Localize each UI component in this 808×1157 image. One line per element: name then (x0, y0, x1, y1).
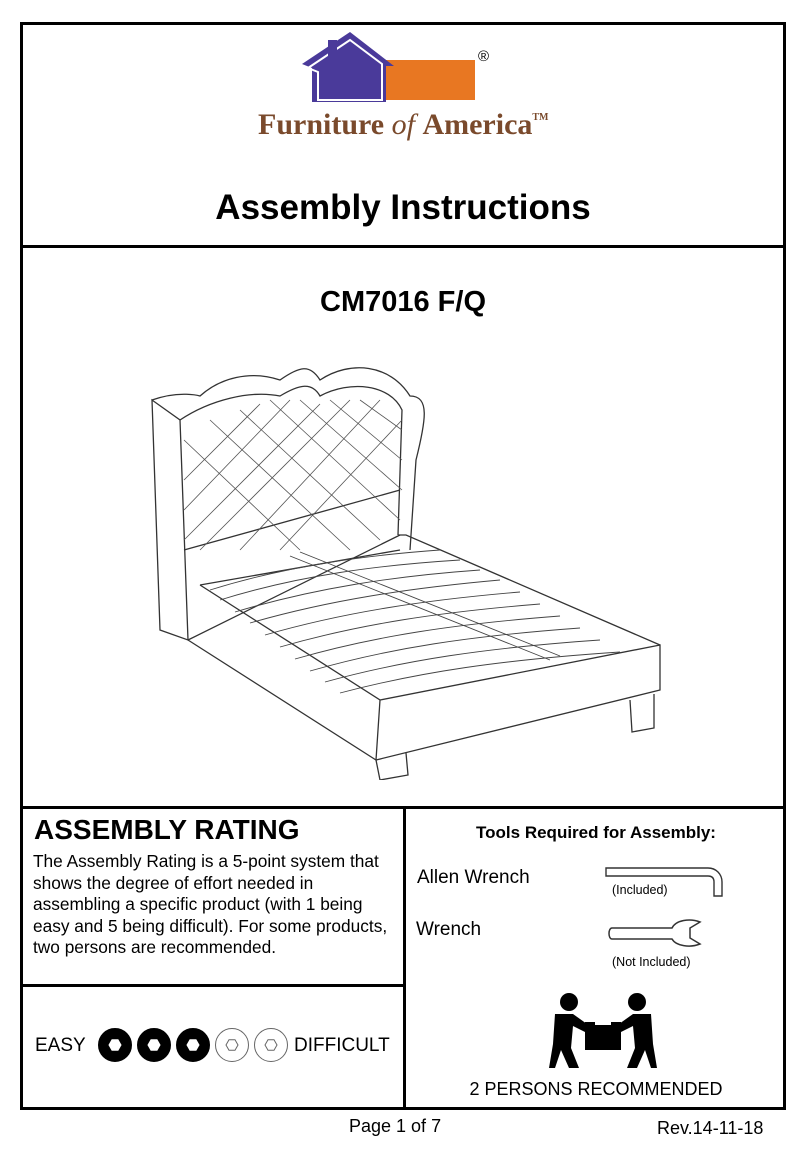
brand-suffix: America (422, 108, 533, 141)
allen-wrench-label: Allen Wrench (417, 867, 530, 888)
column-divider (403, 806, 406, 1110)
revision-label: Rev.14-11-18 (657, 1118, 764, 1138)
allen-wrench-icon (605, 867, 723, 897)
document-title: Assembly Instructions (215, 188, 591, 227)
tools-heading: Tools Required for Assembly: (476, 823, 716, 842)
page-number: Page 1 of 7 (349, 1116, 442, 1136)
allen-wrench-note: (Included) (612, 883, 668, 897)
assembly-rating-description: The Assembly Rating is a 5-point system … (33, 851, 388, 957)
bed-illustration (151, 367, 661, 780)
wrench-label: Wrench (416, 919, 482, 940)
assembly-rating-heading: ASSEMBLY RATING (34, 814, 300, 845)
model-number: CM7016 F/Q (320, 286, 486, 318)
trademark: TM (532, 112, 549, 123)
difficult-label: DIFFICULT (294, 1035, 390, 1056)
company-logo-icon (302, 32, 475, 102)
easy-label: EASY (35, 1035, 86, 1056)
wrench-icon (608, 919, 702, 947)
brand-of: of (391, 108, 423, 141)
rating-divider (20, 984, 406, 987)
rating-dot-filled (98, 1028, 132, 1062)
rating-dot-empty (254, 1028, 288, 1062)
registered-mark: ® (478, 48, 490, 65)
wrench-note: (Not Included) (612, 955, 691, 969)
two-persons-lifting-icon (549, 993, 657, 1068)
header-divider (20, 245, 786, 248)
rating-dot-empty (215, 1028, 249, 1062)
brand-prefix: Furniture (258, 108, 392, 141)
rating-dot-filled (176, 1028, 210, 1062)
brand-name: Furniture of AmericaTM (258, 108, 558, 142)
rating-dot-filled (137, 1028, 171, 1062)
persons-recommended-label: 2 PERSONS RECOMMENDED (469, 1079, 723, 1099)
